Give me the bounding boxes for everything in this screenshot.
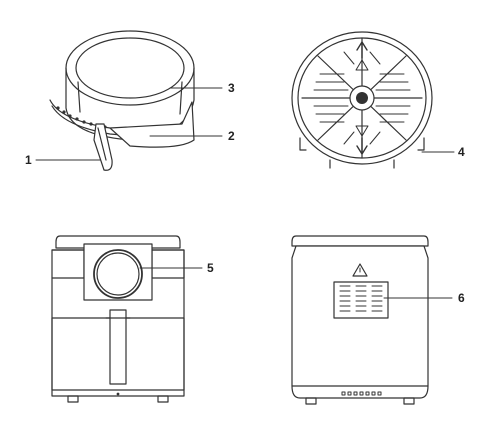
crisper-plate-slots xyxy=(313,51,411,145)
callout-6: 6 xyxy=(458,291,465,305)
crisper-plate-illustration xyxy=(291,31,455,169)
bottom-vent-dots xyxy=(341,391,382,396)
callout-2: 2 xyxy=(228,129,235,143)
front-view-illustration xyxy=(51,235,203,403)
callout-4: 4 xyxy=(458,145,465,159)
back-view-illustration xyxy=(291,235,453,405)
callout-1: 1 xyxy=(25,153,32,167)
callout-5: 5 xyxy=(207,261,214,275)
warning-triangle-icon xyxy=(352,263,368,277)
rear-vent-grille xyxy=(339,285,383,312)
arrow-up-icon xyxy=(356,41,368,59)
hot-surface-icon xyxy=(355,59,369,137)
basket-illustration xyxy=(35,30,223,171)
callout-3: 3 xyxy=(228,81,235,95)
arrow-down-icon xyxy=(356,137,368,155)
